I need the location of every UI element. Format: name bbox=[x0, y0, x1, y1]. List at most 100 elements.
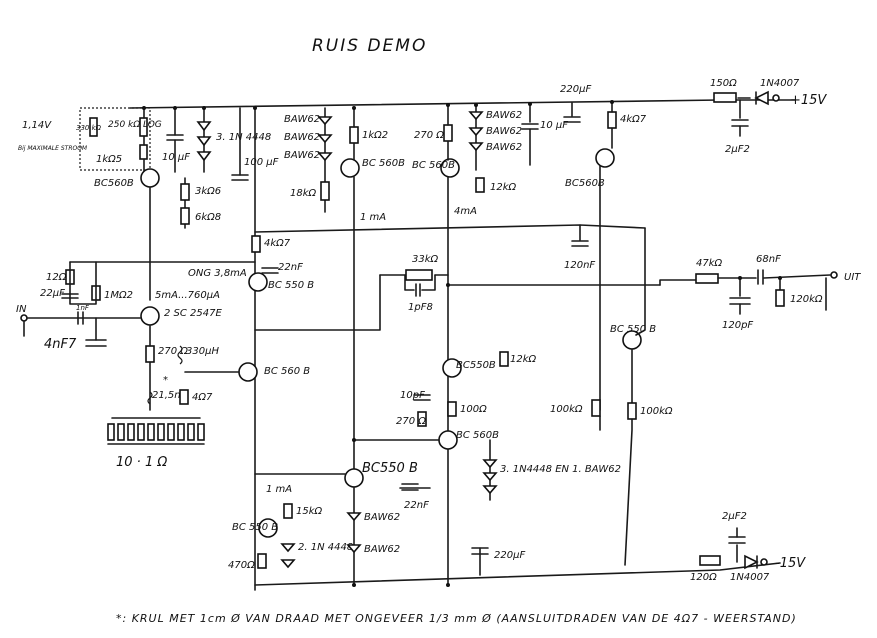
label-baw62-2: BAW62 bbox=[284, 132, 320, 143]
label-c120p: 120pF bbox=[722, 320, 753, 331]
label-baw62-3: BAW62 bbox=[284, 150, 320, 161]
resistor-12k-1 bbox=[475, 177, 485, 193]
transistor-bc560b-5 bbox=[238, 362, 258, 382]
label-q12: BC 550 B bbox=[232, 522, 278, 533]
label-c1p8: 1pF8 bbox=[408, 302, 433, 313]
diode-1n4448-a bbox=[196, 121, 212, 132]
label-r100: 100Ω bbox=[460, 404, 487, 415]
diode-pos bbox=[754, 90, 769, 106]
label-q1: BC560B bbox=[94, 178, 134, 189]
label-r-neg: 120Ω bbox=[690, 572, 717, 583]
resistor-bank bbox=[107, 423, 205, 441]
transistor-bc550b-3 bbox=[442, 358, 462, 378]
label-in: IN bbox=[16, 304, 27, 315]
label-uit: UIT bbox=[844, 272, 861, 283]
transistor-bc560b-1 bbox=[140, 168, 160, 188]
resistor-270-2 bbox=[145, 345, 155, 363]
inductor-330u bbox=[177, 345, 183, 365]
inductor-21n5 bbox=[147, 391, 153, 405]
label-baw62-1: BAW62 bbox=[284, 114, 320, 125]
label-diodes-2: 2. 1N 4448 bbox=[298, 542, 353, 553]
bias-box bbox=[79, 107, 151, 171]
resistor-18k bbox=[320, 181, 330, 201]
resistor-47k bbox=[695, 273, 719, 284]
label-cur-5ma: 5mA...760µA bbox=[155, 290, 220, 301]
footnote: *: KRUL MET 1cm Ø VAN DRAAD MET ONGEVEER… bbox=[116, 612, 797, 625]
label-r18k: 18kΩ bbox=[290, 188, 317, 199]
diode-baw62-8 bbox=[346, 544, 362, 554]
junction-dots bbox=[142, 100, 782, 587]
label-diodes-mix: 3. 1N4448 EN 1. BAW62 bbox=[500, 464, 621, 475]
label-c220u-top: 220µF bbox=[560, 84, 591, 95]
positive-rail bbox=[129, 99, 796, 109]
label-q11: BC550 B bbox=[362, 461, 418, 476]
label-r47k: 47kΩ bbox=[696, 258, 723, 269]
label-c120n: 120nF bbox=[564, 260, 595, 271]
label-q7: BC 560 B bbox=[264, 366, 310, 377]
diode-baw62-2 bbox=[317, 134, 333, 144]
resistor-100k-1 bbox=[591, 399, 601, 417]
label-c68n: 68nF bbox=[756, 254, 781, 265]
resistor-330k bbox=[89, 117, 98, 137]
transistor-bc560b-3 bbox=[440, 158, 460, 178]
resistor-1k2 bbox=[349, 126, 359, 144]
diode-baw62-3 bbox=[317, 152, 333, 162]
pos-terminal bbox=[772, 94, 780, 102]
label-r4k7-mid: 4kΩ7 bbox=[264, 238, 291, 249]
label-d-neg: 1N4007 bbox=[730, 572, 770, 583]
label-ten-res: 10 · 1 Ω bbox=[116, 455, 167, 470]
label-pos-voltage: +15V bbox=[790, 93, 827, 108]
label-c1n: 1nF bbox=[76, 304, 90, 312]
label-r120k: 120kΩ bbox=[790, 294, 823, 305]
label-r270-3: 270 Ω bbox=[396, 416, 426, 427]
label-c22n-1: 22nF bbox=[278, 262, 303, 273]
label-r1k2: 1kΩ2 bbox=[362, 130, 388, 141]
label-q10: BC 560B bbox=[456, 430, 499, 441]
resistor-6k8 bbox=[180, 207, 190, 225]
label-diodes-1: 3. 1N 4448 bbox=[216, 132, 271, 143]
label-max-stroom: Bij MAXIMALE STROOM bbox=[18, 145, 88, 152]
label-q6: 2 SC 2547E bbox=[164, 308, 222, 319]
diode-neg bbox=[744, 554, 759, 570]
label-r-pos: 150Ω bbox=[710, 78, 737, 89]
input-terminal[interactable] bbox=[20, 314, 28, 322]
label-l330: 330µH bbox=[186, 346, 219, 357]
label-c100u: 100 µF bbox=[244, 157, 279, 168]
diode-2-a bbox=[280, 543, 296, 553]
resistor-270-3 bbox=[417, 411, 427, 427]
diode-mix-2 bbox=[482, 472, 498, 482]
resistor-15k bbox=[283, 503, 293, 519]
label-q2: BC 560B bbox=[362, 158, 405, 169]
resistor-150-pos bbox=[713, 92, 737, 103]
label-baw62-6: BAW62 bbox=[486, 142, 522, 153]
diode-1n4448-b bbox=[196, 136, 212, 147]
label-baw62-8: BAW62 bbox=[364, 544, 400, 555]
diode-baw62-7 bbox=[346, 512, 362, 522]
label-c22u-in: 22µF bbox=[40, 288, 65, 299]
neg-terminal bbox=[760, 558, 768, 566]
resistor-4k7-mid bbox=[251, 235, 261, 253]
label-r12k-2: 12kΩ bbox=[510, 354, 537, 365]
transistor-bc560b-2 bbox=[340, 158, 360, 178]
label-r4-7: 4Ω7 bbox=[192, 392, 213, 403]
resistor-3k6 bbox=[180, 183, 190, 201]
resistor-100 bbox=[447, 401, 457, 417]
label-r3k6: 3kΩ6 bbox=[195, 186, 221, 197]
output-terminal[interactable] bbox=[830, 271, 838, 279]
label-star: * bbox=[163, 375, 168, 386]
label-q8: BC 550 B bbox=[610, 324, 656, 335]
diode-mix-3 bbox=[482, 485, 498, 495]
label-q4: BC560B bbox=[565, 178, 605, 189]
transistor-bc560b-4 bbox=[595, 148, 615, 168]
resistor-100k-2 bbox=[627, 402, 637, 420]
label-r100k-1: 100kΩ bbox=[550, 404, 583, 415]
label-r270-2: 270 Ω bbox=[158, 346, 188, 357]
label-baw62-4: BAW62 bbox=[486, 110, 522, 121]
label-baw62-7: BAW62 bbox=[364, 512, 400, 523]
resistor-4k7-top bbox=[607, 111, 617, 129]
label-r1k5: 1kΩ5 bbox=[96, 154, 122, 165]
label-r1m2: 1MΩ2 bbox=[104, 290, 133, 301]
diode-mix-1 bbox=[482, 459, 498, 469]
label-q3: BC 560B bbox=[412, 160, 455, 171]
diode-baw62-6 bbox=[468, 142, 484, 152]
